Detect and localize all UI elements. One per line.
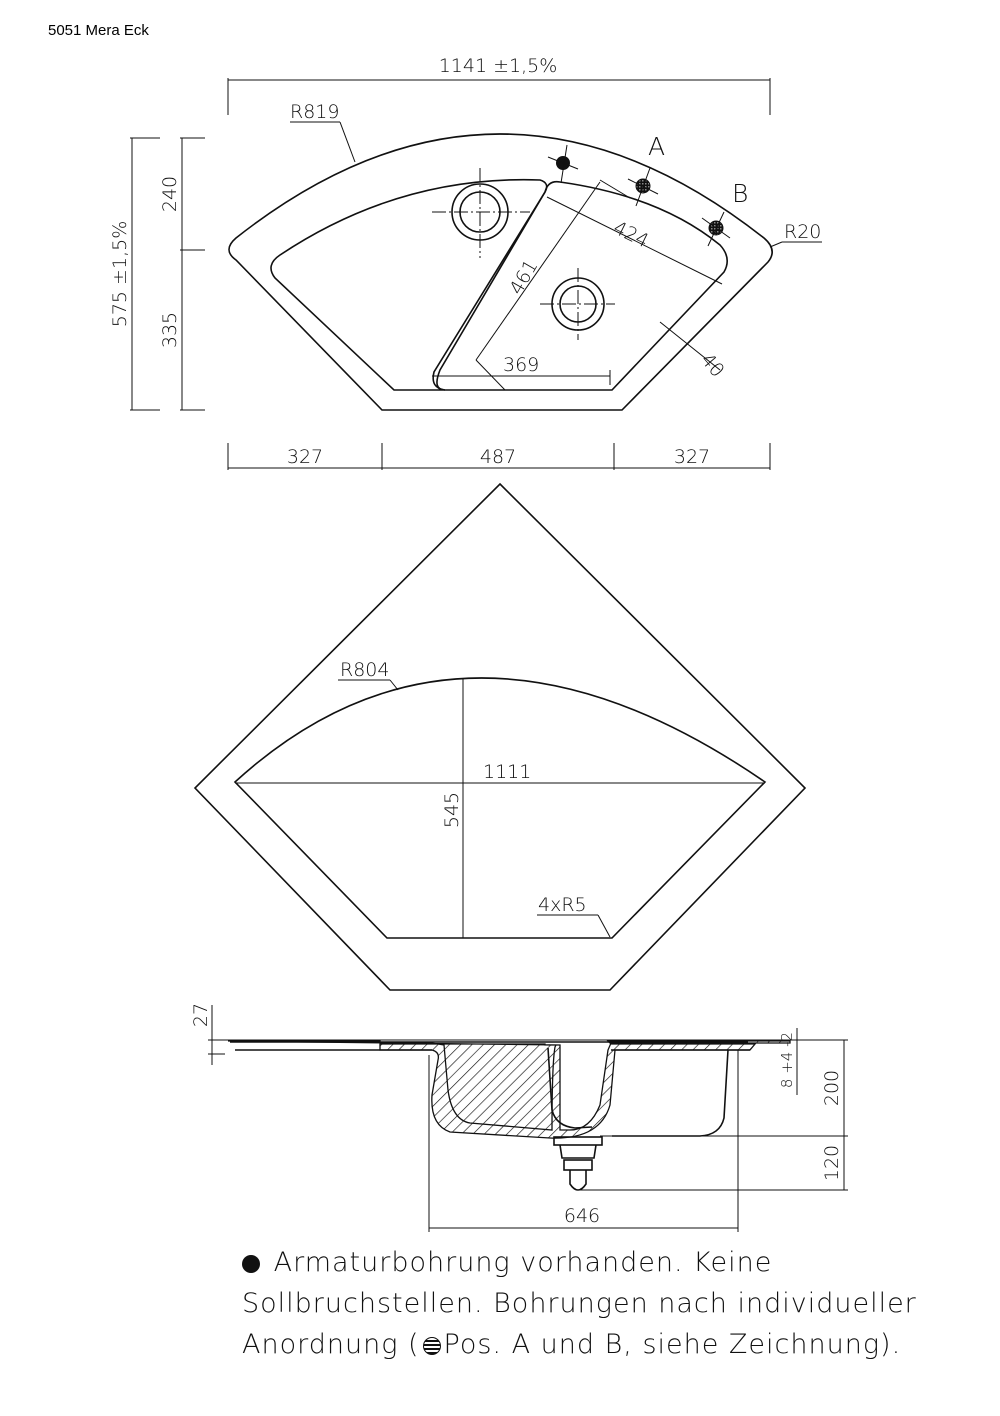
dim-total-width: 1141 ±1,5%: [439, 55, 558, 77]
note-line-3b: Pos. A und B, siehe Zeichnung).: [443, 1329, 902, 1360]
dim-cutout-depth: 545: [441, 792, 463, 828]
sink-section: [227, 1040, 791, 1139]
dim-depth-lower: 335: [159, 312, 181, 348]
top-view: 1141 ±1,5% 575 ±1,5% 240 335 A: [109, 55, 822, 470]
drawing-title: 5051 Mera Eck: [48, 22, 149, 39]
label-pos-a: A: [648, 132, 665, 161]
note-line-1: Armaturbohrung vorhanden. Keine: [273, 1247, 773, 1278]
dim-424: 424: [610, 217, 652, 253]
tap-hole-optional-icon: [422, 1336, 441, 1355]
cutout-outline: [233, 677, 767, 939]
note-line-2: Sollbruchstellen. Bohrungen nach individ…: [242, 1288, 917, 1319]
dim-corner-radii: 4xR5: [538, 894, 587, 916]
dim-bottom-left: 327: [287, 446, 323, 468]
dim-corner-radius: R20: [784, 221, 821, 243]
drain-thread: [563, 1159, 593, 1171]
dim-bottom-mid: 487: [480, 446, 516, 468]
note-line-3a: Anordnung (: [242, 1329, 420, 1360]
dim-369: 369: [503, 354, 539, 376]
cutout-view: 1111 545 R804 4xR5: [193, 482, 807, 991]
dim-total-depth: 575 ±1,5%: [109, 221, 131, 328]
dim-461: 461: [505, 256, 542, 298]
drain-flange: [553, 1136, 603, 1146]
left-bowl: [270, 178, 548, 391]
dim-bottom-right: 327: [674, 446, 710, 468]
dim-bowl-width: 646: [564, 1205, 600, 1227]
dim-bowl-depth: 200: [821, 1070, 843, 1106]
sink-outline: [228, 133, 773, 411]
label-pos-b: B: [732, 179, 748, 208]
corner-outline: [193, 482, 807, 991]
dim-cutout-width: 1111: [483, 761, 531, 783]
dim-cutout-radius: R804: [340, 659, 389, 681]
section-view: 27 200 120 8 +4 -2 646: [190, 1003, 848, 1232]
dim-40: 40: [696, 349, 728, 382]
dim-rim-height: 27: [190, 1003, 212, 1027]
note-text: Armaturbohrung vorhanden. Keine Sollbruc…: [242, 1242, 942, 1365]
dim-drain-depth: 120: [821, 1145, 843, 1181]
dim-outer-radius: R819: [290, 101, 339, 123]
tap-hole-existing-icon: [242, 1254, 260, 1273]
right-bowl: [432, 180, 728, 391]
dim-depth-upper: 240: [159, 176, 181, 212]
dim-tolerance: 8 +4 -2: [778, 1032, 796, 1088]
